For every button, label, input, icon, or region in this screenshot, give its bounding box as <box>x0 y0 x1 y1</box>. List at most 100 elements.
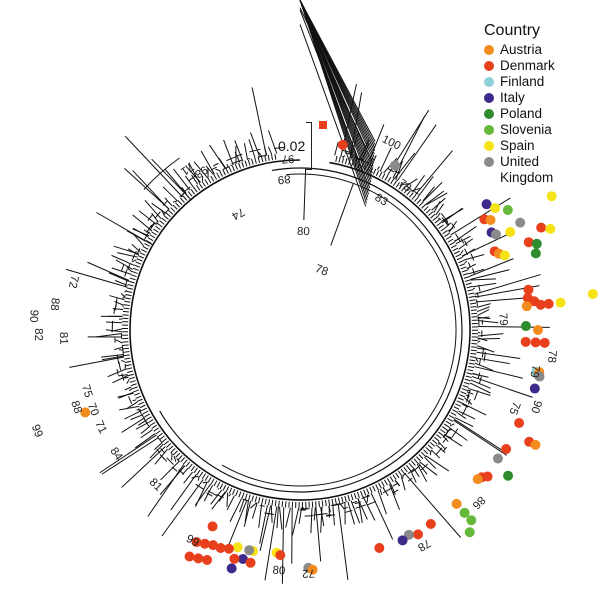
branch <box>395 160 403 181</box>
branch <box>118 374 128 377</box>
branch <box>132 267 139 271</box>
legend-label: United Kingdom <box>500 154 554 185</box>
branch <box>477 316 491 320</box>
legend-item-united-kingdom: United Kingdom <box>484 154 560 186</box>
tip-spain <box>490 203 501 214</box>
branch <box>339 503 345 510</box>
branch <box>217 488 220 490</box>
branch <box>357 498 363 523</box>
tip-spain <box>545 223 556 234</box>
bootstrap-label: 80 <box>272 565 286 578</box>
branch <box>467 289 474 292</box>
branch <box>267 130 278 154</box>
branch <box>379 488 383 496</box>
branch <box>234 151 241 163</box>
branch <box>131 259 137 263</box>
branch <box>477 337 488 342</box>
branch-arc <box>355 504 366 509</box>
branch <box>135 422 149 430</box>
branch <box>362 496 376 521</box>
branch <box>153 228 159 233</box>
branch <box>213 480 218 487</box>
branch <box>476 306 490 313</box>
branch-arc <box>442 437 447 443</box>
tip-spain <box>587 289 598 300</box>
branch <box>472 282 497 288</box>
branch <box>248 139 256 158</box>
branch <box>470 352 477 355</box>
tip-denmark <box>530 337 541 348</box>
branch <box>117 392 134 398</box>
tip-denmark <box>275 550 286 561</box>
branch <box>196 469 201 476</box>
branch <box>330 183 354 246</box>
branch <box>109 295 125 301</box>
bootstrap-label: 78 <box>415 536 432 553</box>
branch <box>151 202 166 214</box>
branch <box>254 496 258 503</box>
branch <box>403 188 409 194</box>
branch <box>168 445 174 451</box>
branch <box>477 333 504 337</box>
branch <box>440 227 446 232</box>
branch <box>353 493 357 500</box>
branch <box>356 491 360 498</box>
branch <box>298 507 303 524</box>
branch <box>251 495 254 502</box>
branch <box>437 212 441 218</box>
branch <box>128 376 135 380</box>
legend-item-finland: Finland <box>484 74 560 90</box>
tip-denmark <box>215 543 226 554</box>
branch <box>413 458 419 464</box>
branch <box>151 212 159 223</box>
branch <box>432 439 438 445</box>
branch <box>472 372 481 377</box>
branch <box>161 217 167 223</box>
branch <box>130 414 144 421</box>
branch <box>424 455 427 458</box>
branch <box>185 461 191 467</box>
tip-denmark <box>520 336 531 347</box>
branch <box>188 162 201 184</box>
branch <box>387 176 392 183</box>
branch <box>468 295 475 298</box>
branch <box>157 432 163 438</box>
branch <box>127 370 134 373</box>
tip-denmark <box>337 139 348 150</box>
branch-arc <box>178 469 185 475</box>
branch <box>372 168 377 175</box>
branch <box>458 259 465 264</box>
branch <box>222 484 227 491</box>
branch <box>101 354 124 358</box>
branch-arc <box>159 454 165 460</box>
bootstrap-label: 75 <box>79 383 94 399</box>
branch <box>449 415 455 419</box>
branch <box>234 163 238 170</box>
branch-arc <box>313 513 324 516</box>
legend-item-austria: Austria <box>484 42 560 58</box>
branch <box>176 458 180 462</box>
branch <box>465 375 472 379</box>
tip-denmark <box>543 298 554 309</box>
bootstrap-label: 98 <box>192 163 209 180</box>
branch <box>164 168 192 201</box>
branch <box>190 465 196 472</box>
branch <box>351 160 355 167</box>
branch <box>155 225 161 231</box>
branch <box>411 460 416 466</box>
legend-label: Austria <box>500 42 543 57</box>
branch <box>426 192 448 206</box>
tip-austria <box>80 407 91 418</box>
tip-united-kingdom <box>515 217 526 228</box>
branch <box>264 498 267 505</box>
branch <box>228 487 233 494</box>
tip-austria <box>451 498 462 509</box>
branch <box>467 387 491 397</box>
tip-denmark <box>184 551 195 562</box>
branch <box>444 232 450 237</box>
branch <box>250 132 261 157</box>
branch <box>379 147 392 172</box>
branch <box>138 210 157 225</box>
branch-arc <box>136 248 141 256</box>
